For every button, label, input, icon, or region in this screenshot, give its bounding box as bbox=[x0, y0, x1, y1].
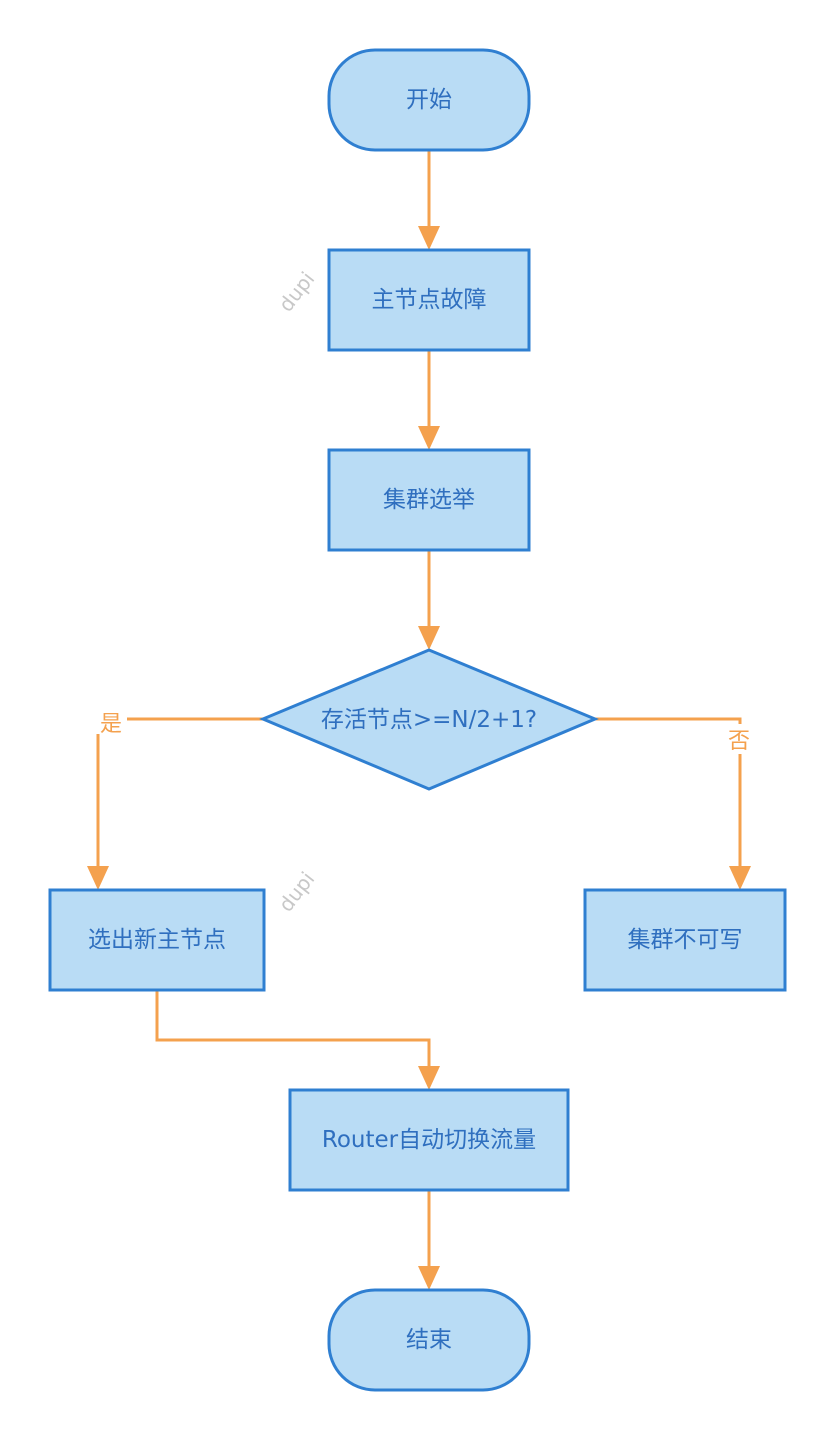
start-node-label: 开始 bbox=[406, 87, 452, 113]
router-switch-label: Router自动切换流量 bbox=[322, 1127, 536, 1153]
yes-label: 是 bbox=[100, 712, 122, 737]
edge-newmaster-to-router bbox=[155, 990, 440, 1090]
master-failure-label: 主节点故障 bbox=[372, 287, 487, 313]
edge-decision-yes bbox=[87, 717, 263, 890]
watermark: dupi bbox=[274, 867, 320, 916]
master-failure-node: 主节点故障 bbox=[327, 248, 531, 352]
cluster-election-node: 集群选举 bbox=[327, 448, 531, 552]
router-switch-node: Router自动切换流量 bbox=[288, 1088, 570, 1192]
edge-decision-no bbox=[595, 717, 751, 890]
cluster-not-writable-label: 集群不可写 bbox=[628, 927, 743, 953]
decision-label: 存活节点>=N/2+1? bbox=[321, 707, 537, 733]
cluster-not-writable-node: 集群不可写 bbox=[583, 888, 787, 992]
yes-label-bg bbox=[95, 704, 127, 734]
edge-router-to-end bbox=[418, 1190, 440, 1290]
edge-election-to-decision bbox=[418, 550, 440, 650]
edge-start-to-failure bbox=[418, 150, 440, 250]
start-node: 开始 bbox=[327, 48, 531, 152]
end-node-label: 结束 bbox=[406, 1327, 452, 1353]
cluster-election-label: 集群选举 bbox=[383, 487, 475, 513]
end-node: 结束 bbox=[327, 1288, 531, 1392]
edge-failure-to-election bbox=[418, 350, 440, 450]
decision-node: 存活节点>=N/2+1? bbox=[259, 648, 599, 791]
elect-new-master-label: 选出新主节点 bbox=[88, 927, 226, 953]
elect-new-master-node: 选出新主节点 bbox=[48, 888, 266, 992]
no-label-bg bbox=[722, 724, 756, 754]
no-label: 否 bbox=[728, 729, 750, 754]
watermark: dupi bbox=[274, 267, 320, 316]
